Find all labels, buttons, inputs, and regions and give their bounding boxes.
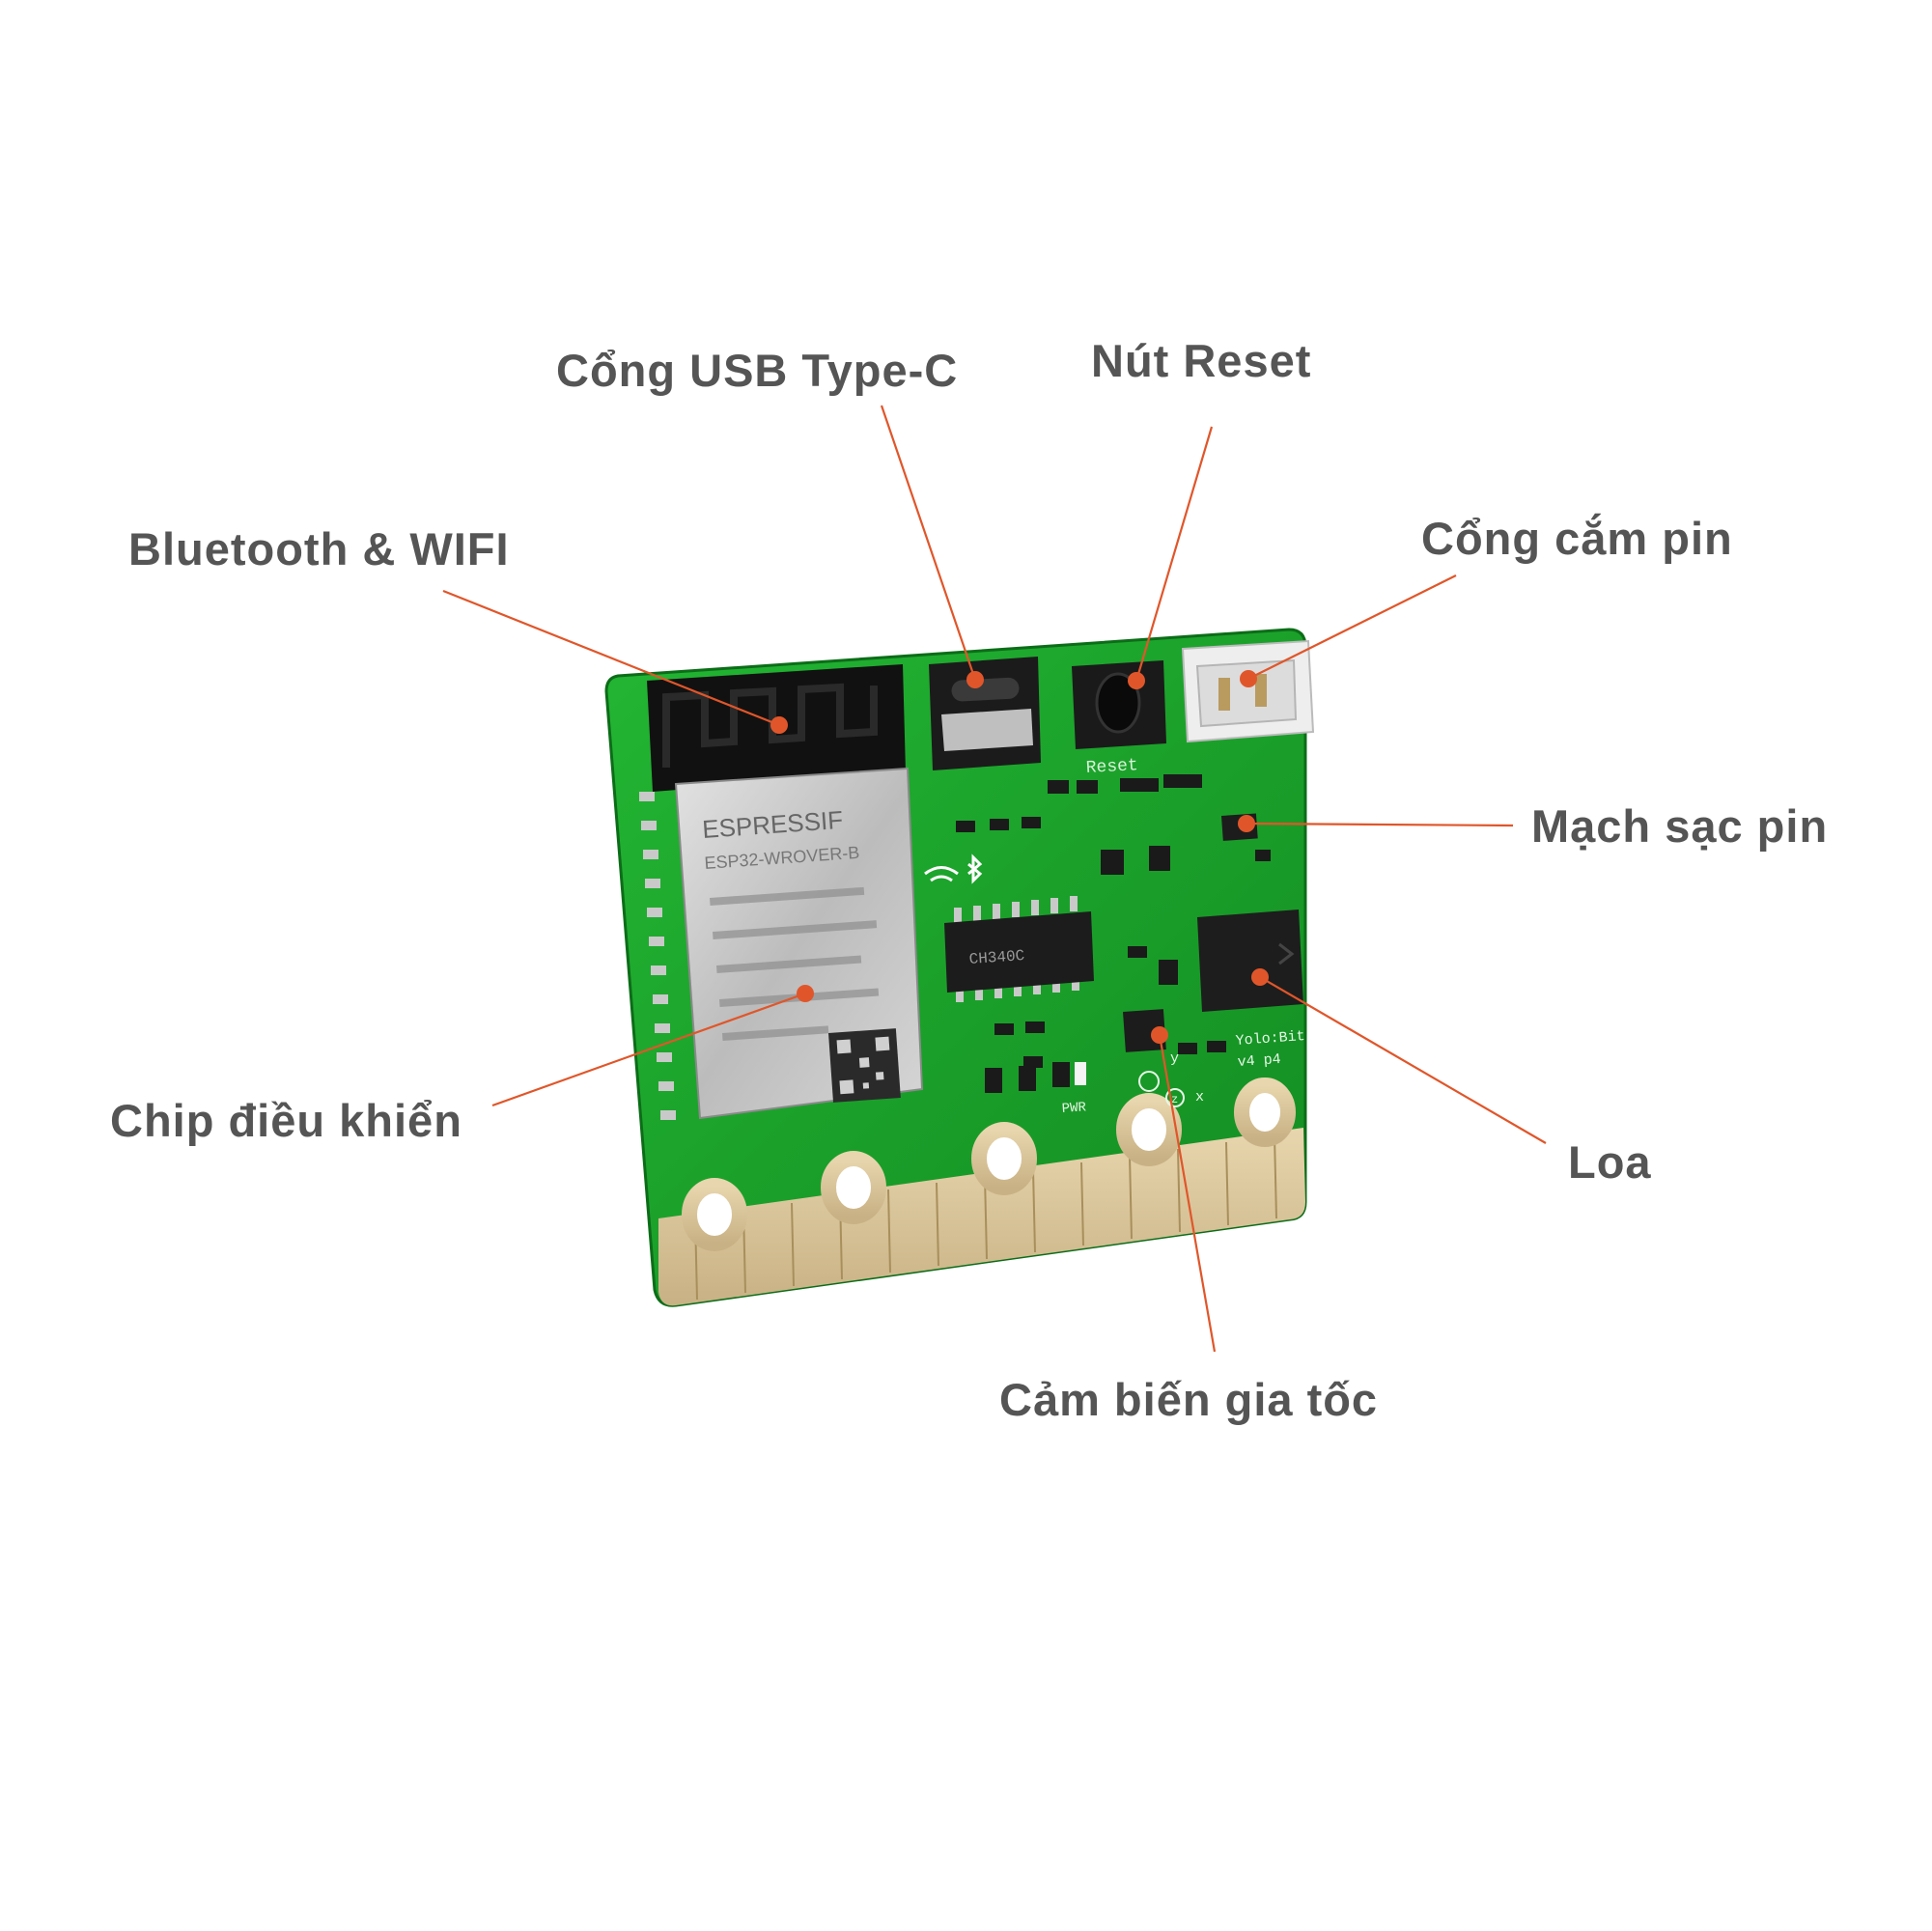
- esp32-module: ESPRESSIF ESP32-WROVER-B: [674, 767, 924, 1120]
- callout-usb-label: Cổng USB Type-C: [556, 345, 959, 396]
- bluetooth-icon: [967, 854, 983, 884]
- leader-mcu: [491, 992, 806, 1107]
- axis-z-text: z: [1171, 1093, 1178, 1106]
- leader-reset: [1134, 426, 1214, 682]
- dot-accelerometer: [1151, 1026, 1168, 1044]
- dot-battery-port: [1240, 670, 1257, 687]
- dot-charger: [1238, 815, 1255, 832]
- board-name-text: Yolo:Bit: [1235, 1028, 1305, 1049]
- callout-bluetooth-label: Bluetooth & WIFI: [128, 523, 510, 574]
- dot-reset: [1128, 672, 1145, 689]
- axis-y-text: y: [1170, 1050, 1179, 1067]
- callout-charger-label: Mạch sạc pin: [1531, 800, 1829, 852]
- callout-reset-label: Nút Reset: [1091, 335, 1312, 386]
- usb-c-connector: [929, 657, 1041, 770]
- axis-x-text: x: [1195, 1089, 1204, 1105]
- callout-speaker-label: Loa: [1568, 1136, 1652, 1188]
- smd-components: [956, 774, 1271, 1093]
- module-qr-code: [827, 1028, 901, 1103]
- callout-battery-port-label: Cổng cắm pin: [1421, 513, 1733, 564]
- crosshair-icon: [1138, 1071, 1160, 1092]
- leader-dots: [770, 670, 1269, 1044]
- leader-bluetooth: [442, 589, 780, 727]
- callout-accelerometer-label: Cảm biến gia tốc: [999, 1374, 1379, 1425]
- board-version-text: v4 p4: [1237, 1051, 1281, 1071]
- ch340-marking-text: CH340C: [968, 947, 1025, 968]
- leader-accelerometer: [1158, 1034, 1217, 1353]
- z-axis-icon: [1165, 1088, 1185, 1107]
- leader-speaker: [1259, 976, 1547, 1144]
- dot-mcu: [797, 985, 814, 1002]
- side-pins: [639, 792, 676, 1120]
- dot-speaker: [1251, 968, 1269, 986]
- speaker-buzzer: [1197, 910, 1303, 1012]
- ch340-chip: CH340C: [944, 896, 1094, 1002]
- dot-bluetooth: [770, 716, 788, 734]
- leader-usb: [880, 405, 977, 681]
- reset-silkscreen-text: Reset: [1085, 756, 1138, 778]
- leader-lines: [442, 405, 1547, 1353]
- power-led: [1075, 1062, 1086, 1085]
- callout-mcu-label: Chip điều khiển: [110, 1095, 462, 1146]
- leader-battery-port: [1247, 574, 1457, 680]
- battery-connector-graphic: [1181, 639, 1315, 743]
- dot-usb: [966, 671, 984, 688]
- wifi-icon: [924, 866, 959, 882]
- pwr-silkscreen-text: PWR: [1061, 1100, 1087, 1117]
- leader-charger: [1246, 822, 1514, 827]
